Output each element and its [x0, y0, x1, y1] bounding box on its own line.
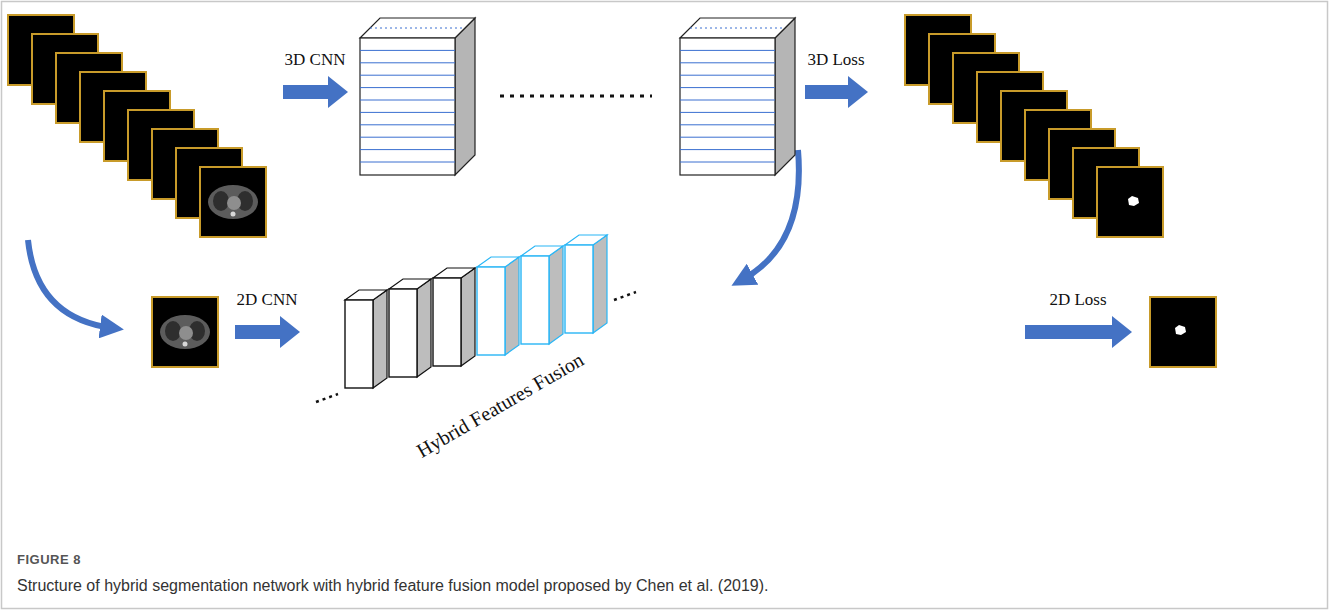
block-arrow: [1025, 316, 1132, 348]
curved-arrow: [28, 240, 112, 328]
block-arrow: [805, 76, 868, 108]
segmentation-mask: [1128, 196, 1139, 206]
feature-map-2d: [433, 268, 475, 366]
arrow-label: 3D CNN: [285, 50, 346, 70]
image-card: [152, 297, 218, 367]
ellipsis-dots: [614, 292, 636, 300]
block-arrow: [283, 76, 348, 108]
arrow-label: 2D CNN: [237, 290, 298, 310]
fused-feature-map: [565, 235, 607, 333]
input-volume-stack: [8, 15, 266, 237]
output-mask-stack: [905, 15, 1163, 237]
fusion-label: Hybrid Features Fusion: [412, 347, 588, 462]
feature-map-2d: [345, 290, 387, 388]
figure-number: FIGURE 8: [17, 552, 81, 568]
fused-feature-map: [521, 246, 563, 344]
feature-cube: [680, 18, 795, 175]
ellipsis-dots: [500, 95, 652, 98]
figure-caption: Structure of hybrid segmentation network…: [17, 576, 1312, 597]
ct-slice: [208, 185, 258, 219]
segmentation-mask: [1175, 325, 1186, 335]
input-slice: [152, 297, 218, 367]
feature-map-2d: [389, 279, 431, 377]
image-card: [1097, 167, 1163, 237]
output-mask: [1150, 297, 1216, 367]
fused-feature-map: [477, 257, 519, 355]
feature-cube: [360, 18, 475, 175]
ellipsis-dots: [316, 394, 338, 402]
arrow-label: 2D Loss: [1049, 290, 1106, 310]
ct-slice: [160, 315, 210, 349]
block-arrow: [235, 316, 300, 348]
image-card: [200, 167, 266, 237]
arrow-label: 3D Loss: [807, 50, 864, 70]
image-card: [1150, 297, 1216, 367]
